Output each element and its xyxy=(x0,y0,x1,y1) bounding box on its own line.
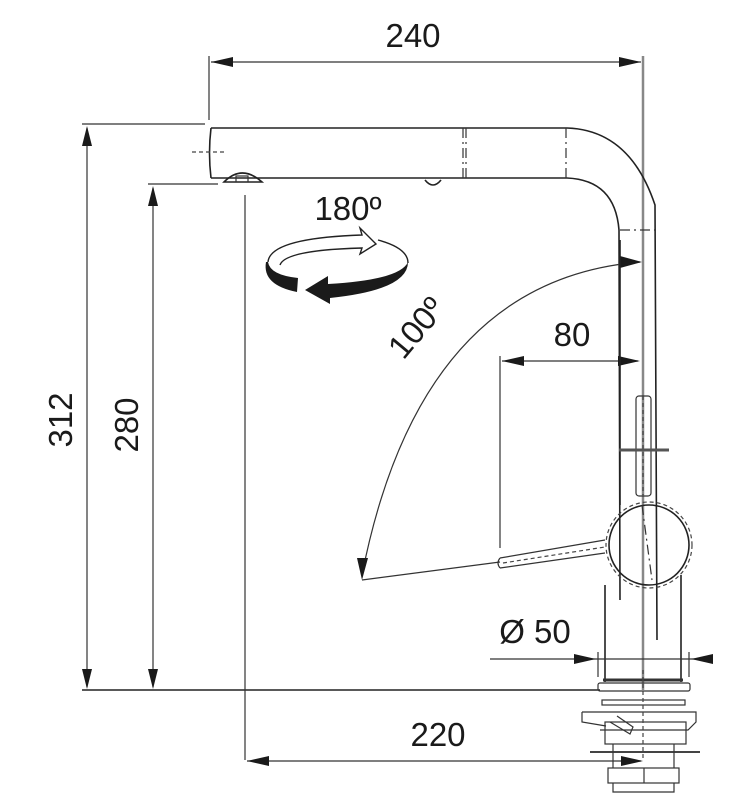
spout-rotation-indicator: 180º xyxy=(265,190,409,304)
dimension-label-280: 280 xyxy=(108,397,145,452)
dimension-312: 312 xyxy=(42,123,600,691)
dimension-label-312: 312 xyxy=(42,392,79,447)
dimension-80: 80 xyxy=(499,316,640,548)
spray-head-nozzle xyxy=(222,172,265,183)
dimension-label-diameter-50: Ø 50 xyxy=(499,613,571,650)
dimension-220: 220 xyxy=(247,716,643,766)
faucet-spout xyxy=(192,127,658,760)
lever-handle xyxy=(499,539,606,569)
dimension-label-240: 240 xyxy=(385,17,440,54)
swivel-rotation-arrow-icon xyxy=(265,225,409,304)
mixer-handle-body xyxy=(608,504,690,586)
dimension-diameter-50: Ø 50 xyxy=(490,613,713,677)
mounting-hardware xyxy=(581,670,700,793)
lever-angle-label: 100º xyxy=(380,290,451,365)
rotation-angle-label: 180º xyxy=(314,190,381,227)
dimension-280: 280 xyxy=(108,183,218,689)
dimension-label-220: 220 xyxy=(410,716,465,753)
dimension-label-80: 80 xyxy=(554,316,591,353)
dimension-240: 240 xyxy=(208,17,645,690)
faucet-body xyxy=(497,240,693,682)
